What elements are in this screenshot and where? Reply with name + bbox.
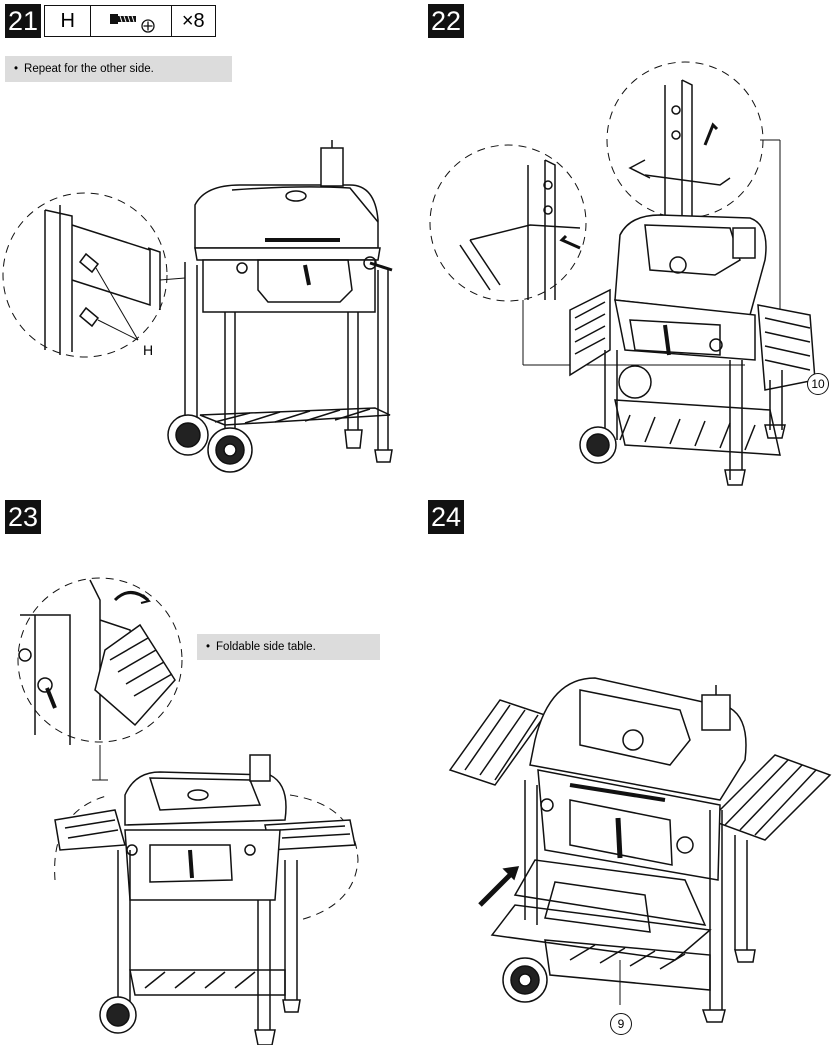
- part-quantity: ×8: [181, 9, 205, 32]
- step-23-number: 23: [5, 500, 42, 534]
- step-22-illustration: [429, 61, 816, 486]
- bolt-icon: [109, 14, 155, 33]
- callout-10: 10: [807, 373, 829, 395]
- step-24-illustration: [448, 677, 832, 1023]
- part-letter: H: [45, 6, 92, 36]
- note-repeat-text: Repeat for the other side.: [24, 63, 154, 75]
- step-23-illustration: [17, 577, 359, 1045]
- note-foldable: •Foldable side table.: [197, 634, 380, 660]
- step-24-number: 24: [428, 500, 465, 534]
- label-h: H: [143, 342, 154, 358]
- step-21-illustration: [2, 140, 393, 473]
- step-21-number: 21: [5, 4, 42, 38]
- parts-box: H ×8: [44, 5, 216, 37]
- note-foldable-text: Foldable side table.: [216, 641, 316, 653]
- note-repeat: •Repeat for the other side.: [5, 56, 232, 82]
- bolt-screwdriver-icon: [91, 6, 172, 36]
- step-22-number: 22: [428, 4, 465, 38]
- callout-9: 9: [610, 1013, 632, 1035]
